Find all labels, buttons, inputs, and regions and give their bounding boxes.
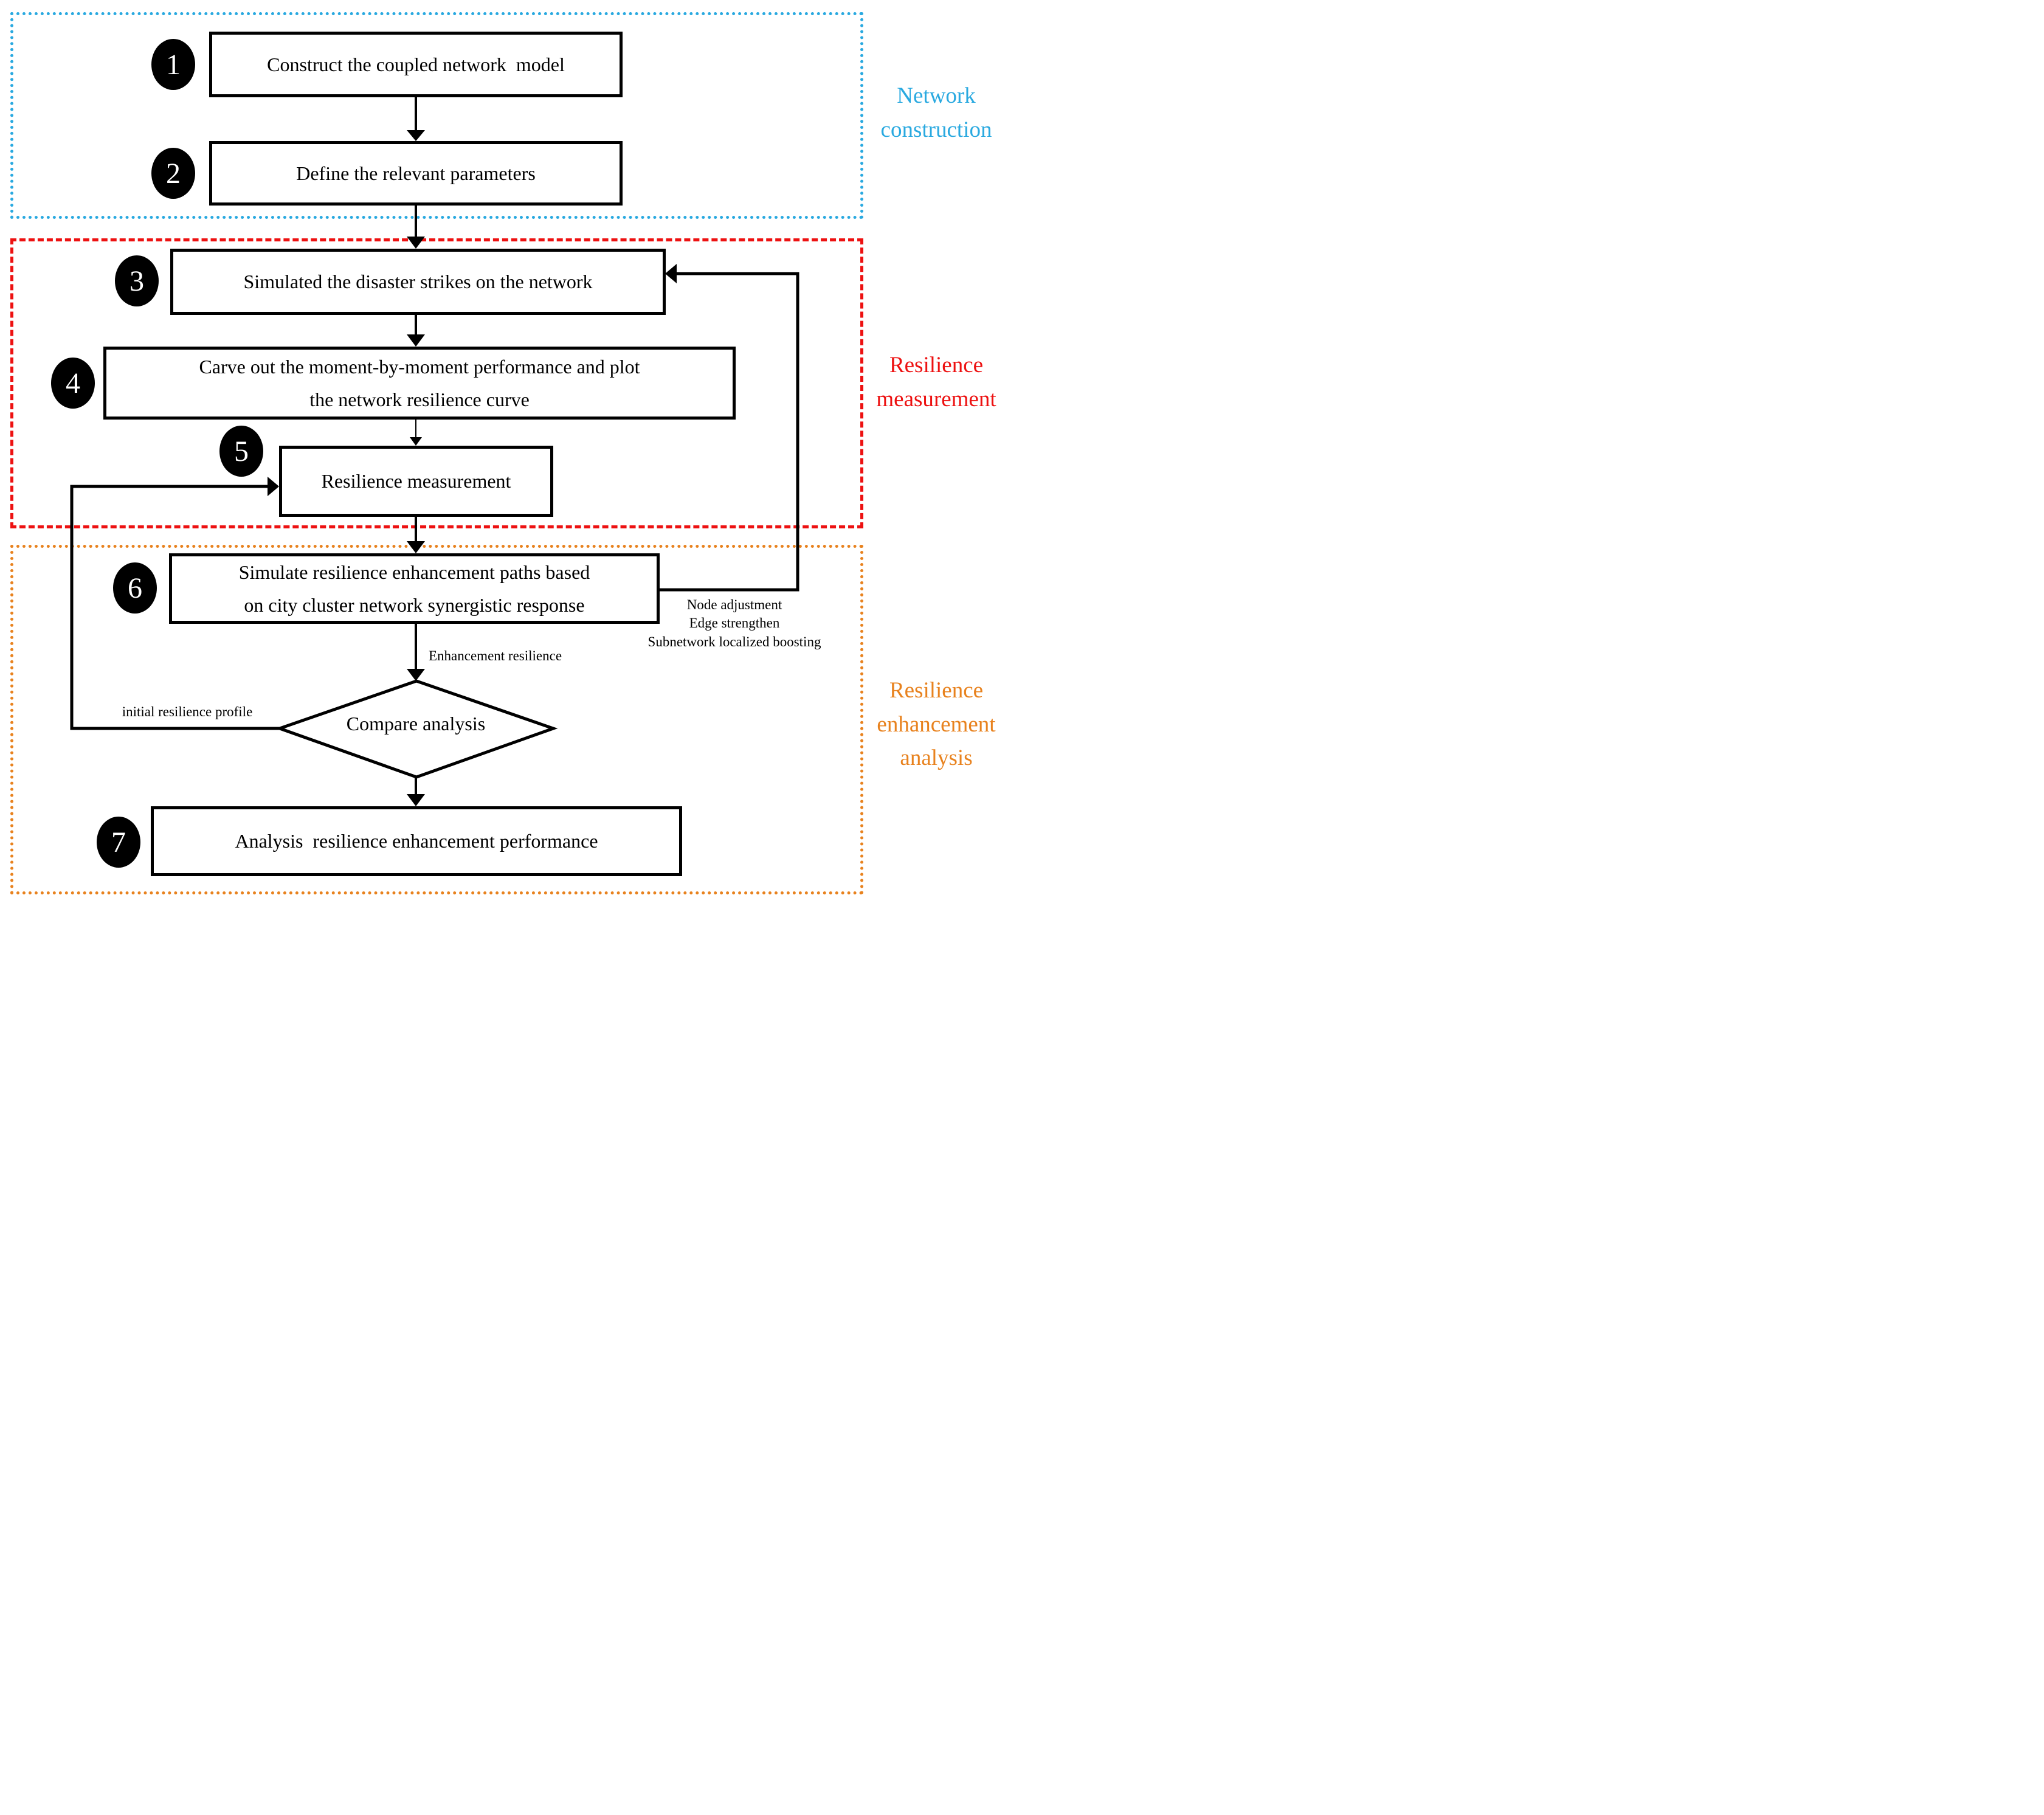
section-frame-network-construction — [10, 12, 863, 219]
step-number-1: 1 — [151, 39, 195, 90]
arrow-step5-step6 — [407, 517, 425, 553]
step-box-2: Define the relevant parameters — [209, 141, 623, 206]
arrow-step3-step4 — [407, 315, 425, 347]
step-number-6: 6 — [113, 562, 157, 614]
step-box-3: Simulated the disaster strikes on the ne… — [170, 249, 666, 315]
feedback-method-subnetwork-boosting: Subnetwork localized boosting — [647, 634, 821, 649]
enhancement-resilience-annotation: Enhancement resilience — [429, 648, 562, 663]
decision-diamond — [275, 679, 558, 779]
initial-resilience-profile-annotation: initial resilience profile — [122, 704, 253, 719]
arrow-step1-step2 — [407, 97, 425, 141]
step-number-7: 7 — [97, 817, 140, 868]
step-box-7: Analysis resilience enhancement performa… — [151, 806, 682, 876]
step-number-3: 3 — [115, 255, 159, 306]
feedback-method-node-adjustment: Node adjustment — [686, 597, 782, 612]
feedback-methods-annotation: Node adjustment Edge strengthen Subnetwo… — [613, 596, 856, 651]
section-label-resilience-enhancement: Resilience enhancement analysis — [877, 678, 996, 770]
step-number-2: 2 — [151, 148, 195, 199]
feedback-line-step6-to-step3 — [660, 264, 799, 592]
step-box-1: Construct the coupled network model — [209, 32, 623, 97]
arrow-step2-step3 — [407, 206, 425, 249]
step-number-5: 5 — [219, 426, 263, 477]
step-box-4: Carve out the moment-by-moment performan… — [103, 347, 736, 420]
step-box-6: Simulate resilience enhancement paths ba… — [169, 553, 660, 624]
arrow-decision-step7 — [407, 777, 425, 806]
section-label-network-construction: Network construction — [880, 83, 992, 142]
feedback-method-edge-strengthen: Edge strengthen — [689, 615, 780, 631]
section-label-resilience-measurement: Resilience measurement — [876, 353, 996, 412]
section-frame-resilience-enhancement — [10, 545, 863, 894]
section-frame-resilience-measurement — [10, 238, 863, 528]
arrow-step6-decision — [407, 624, 425, 681]
decision-label: Compare analysis — [346, 713, 486, 735]
flowchart-figure: Construct the coupled network model Defi… — [0, 0, 1022, 908]
feedback-line-decision-to-step5 — [70, 477, 280, 730]
step-number-4: 4 — [51, 358, 95, 409]
step-box-5: Resilience measurement — [279, 446, 553, 517]
arrow-step4-step5 — [410, 420, 422, 446]
connector-layer — [70, 97, 799, 806]
